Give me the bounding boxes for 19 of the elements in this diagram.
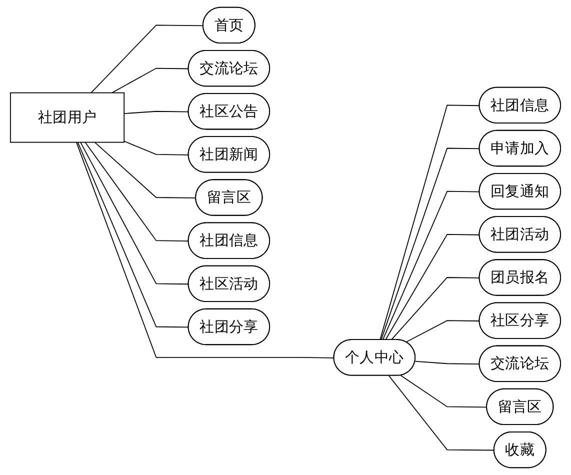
connector [124,110,190,114]
node-box: 社团用户 [10,92,125,143]
connector [94,142,196,198]
connector [380,104,480,340]
connector [388,375,495,451]
connector [380,148,480,340]
connector [80,142,190,285]
connector [124,140,190,156]
connector [382,190,480,340]
connector [400,375,488,408]
connector [406,320,480,343]
connector [84,142,190,242]
connector [111,68,190,94]
connector [384,234,480,340]
connector [77,142,190,328]
connector [390,277,480,340]
connector [414,360,480,365]
connector [90,24,204,94]
connector [76,142,335,358]
